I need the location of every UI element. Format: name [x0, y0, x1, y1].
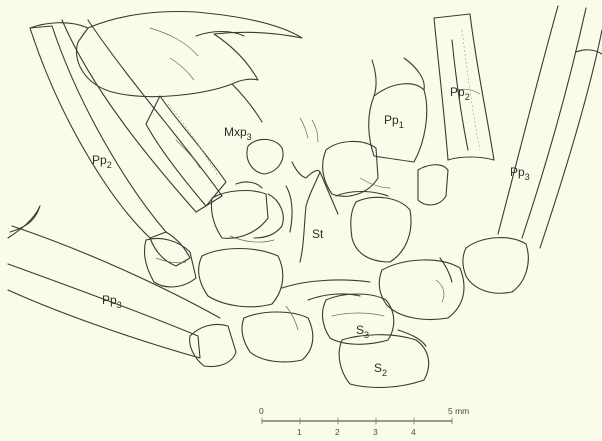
scale-start-label: 0: [259, 406, 264, 416]
label-s3: S3: [356, 323, 369, 340]
scale-tick-label-1: 1: [297, 427, 302, 437]
label-pp2-right: Pp2: [450, 85, 470, 102]
cheliped-claw: [30, 12, 302, 122]
sternite-2: [339, 330, 428, 387]
scale-tick-label-2: 2: [335, 427, 340, 437]
label-sternum: St: [312, 227, 324, 241]
pereiopod-1: [323, 58, 448, 262]
pereiopod-3-right: [379, 6, 602, 319]
label-pp3-left: Pp3: [102, 293, 122, 310]
label-s2: S2: [374, 361, 387, 378]
scale-bar: 0 5 mm 1 2 3 4: [259, 406, 469, 437]
scale-tick-label-4: 4: [411, 427, 416, 437]
label-mxp3: Mxp3: [224, 125, 252, 142]
maxilliped-3: [247, 139, 283, 174]
scale-end-label: 5 mm: [448, 406, 469, 416]
label-pp1: Pp1: [384, 113, 404, 130]
scale-tick-label-3: 3: [373, 427, 378, 437]
label-pp3-right: Pp3: [510, 165, 530, 182]
pereiopod-2-left: [30, 20, 226, 287]
